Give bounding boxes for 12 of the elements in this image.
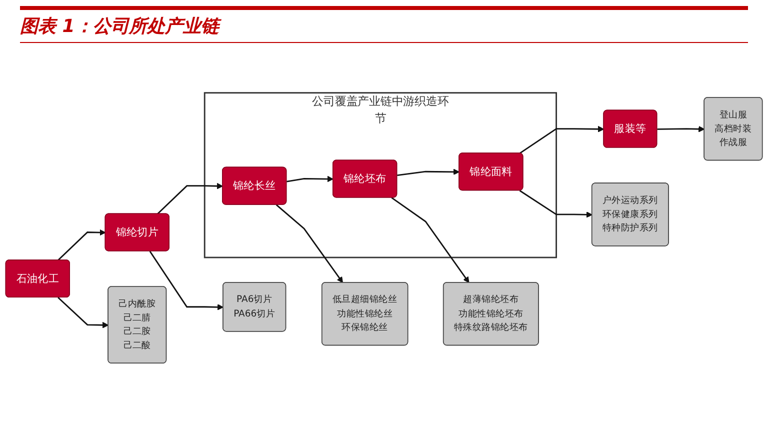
arrow [286, 176, 334, 182]
arrow [156, 182, 223, 214]
arrow [149, 250, 224, 310]
arrow [391, 197, 470, 283]
arrow [58, 297, 109, 328]
figure-title: 图表 1：公司所处产业链 [20, 6, 748, 43]
arrow [58, 229, 106, 261]
arrow [657, 126, 705, 132]
arrow [397, 168, 460, 176]
arrow [519, 126, 604, 154]
arrow [519, 190, 592, 218]
arrow [276, 204, 344, 283]
